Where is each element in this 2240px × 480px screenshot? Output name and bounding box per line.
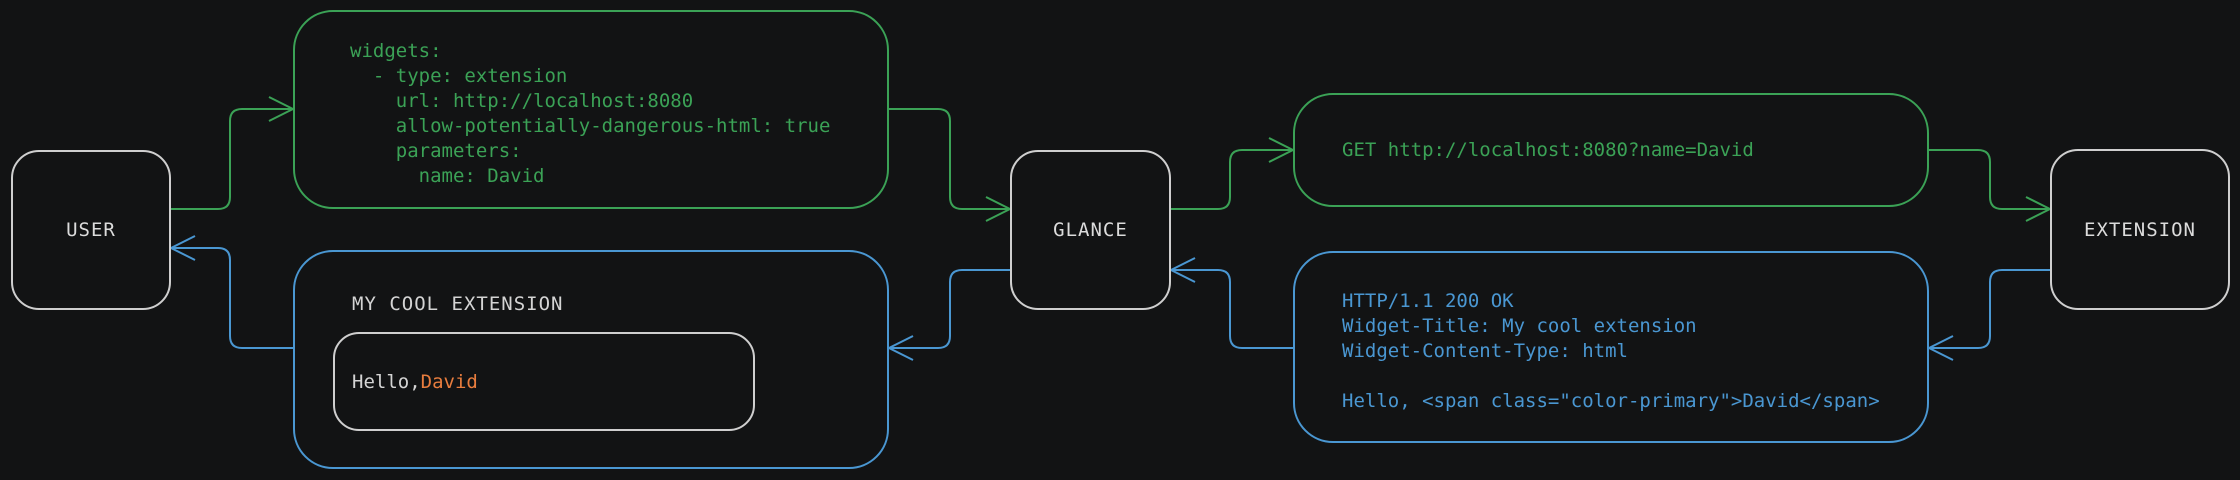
node-extension-label: EXTENSION	[2084, 218, 2196, 241]
greeting-prefix: Hello,	[352, 370, 421, 393]
edge-widget-to-user	[170, 235, 293, 349]
arrowhead-left-icon	[1170, 257, 1196, 283]
http-response-box: HTTP/1.1 200 OK Widget-Title: My cool ex…	[1293, 251, 1929, 443]
node-user-label: USER	[66, 219, 116, 241]
edge-user-to-config	[171, 96, 294, 210]
widget-title: MY COOL EXTENSION	[352, 293, 564, 315]
arrowhead-left-icon	[888, 335, 914, 361]
greeting-name: David	[420, 370, 478, 393]
http-response-code: HTTP/1.1 200 OK Widget-Title: My cool ex…	[1342, 290, 1880, 412]
config-yaml-box: widgets: - type: extension url: http://l…	[293, 10, 889, 209]
widget-preview-box: MY COOL EXTENSION Hello, David	[293, 250, 889, 469]
node-glance-label: GLANCE	[1053, 219, 1128, 241]
http-request-box: GET http://localhost:8080?name=David	[1293, 93, 1929, 207]
edge-glance-to-widget	[888, 269, 1010, 361]
http-request-text: GET http://localhost:8080?name=David	[1342, 139, 1754, 161]
node-glance: GLANCE	[1010, 150, 1171, 310]
widget-greeting-box: Hello, David	[333, 332, 755, 431]
node-user: USER	[11, 150, 171, 310]
edge-response-to-glance	[1170, 257, 1293, 349]
edge-config-to-glance	[889, 108, 1011, 222]
edge-request-to-extension	[1929, 149, 2051, 222]
node-extension: EXTENSION	[2050, 149, 2230, 310]
config-yaml-code: widgets: - type: extension url: http://l…	[350, 40, 831, 187]
arrowhead-left-icon	[170, 235, 196, 261]
arrowhead-left-icon	[1928, 335, 1954, 361]
edge-extension-to-response	[1928, 269, 2050, 361]
edge-glance-to-request	[1171, 137, 1294, 210]
